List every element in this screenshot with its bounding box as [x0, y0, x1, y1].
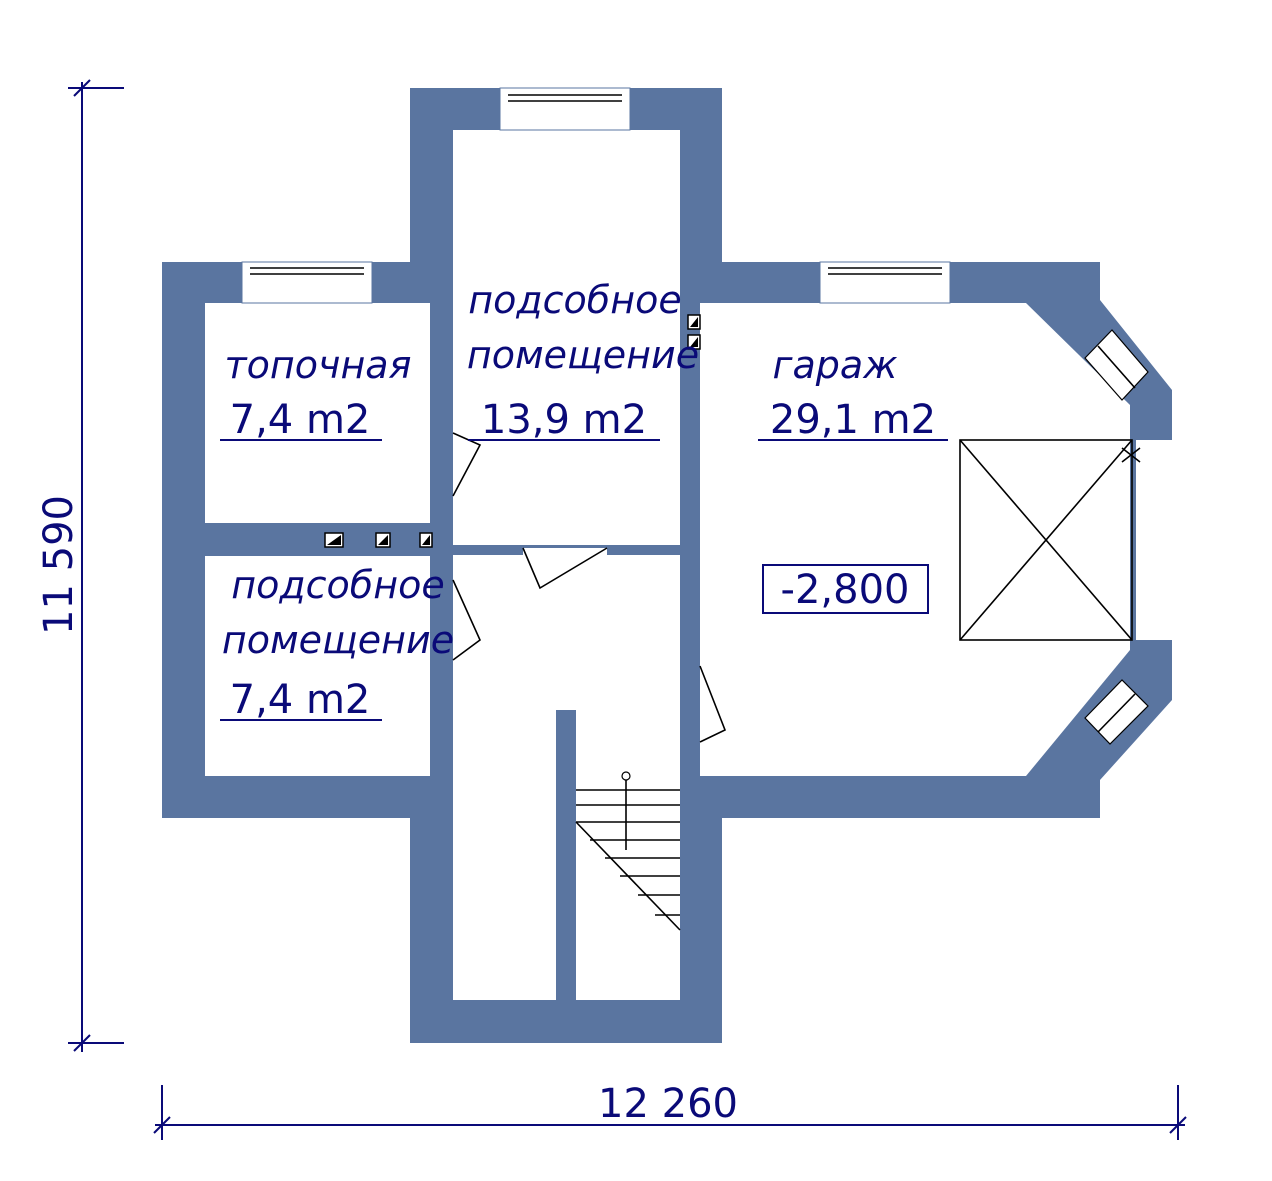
doors: [452, 432, 727, 743]
dimension-vertical: 11 590: [36, 79, 124, 1052]
interior-garage: [700, 303, 1130, 776]
interior-boiler-room: [205, 303, 430, 523]
wall-hall-garage-middle: [680, 548, 700, 666]
room-interiors: [205, 130, 1130, 1000]
room-name-line2: помещение: [467, 333, 699, 377]
interior-utility-left: [205, 556, 430, 776]
room-area: 7,4 m2: [230, 677, 371, 723]
room-label-boiler: топочная 7,4 m2: [220, 343, 411, 443]
vent-ducts: [324, 314, 701, 548]
wall-boiler-center: [430, 303, 453, 433]
window-garage: [819, 261, 951, 304]
room-label-utility-left: подсобное помещение 7,4 m2: [220, 563, 454, 723]
room-label-utility-top: подсобное помещение 13,9 m2: [467, 278, 699, 443]
wall-stair-divider: [556, 710, 576, 1000]
door-utility-top: [522, 547, 608, 590]
door-utility-left: [452, 579, 481, 661]
wall-hall-garage-lower: [680, 742, 700, 792]
width-dimension-label: 12 260: [598, 1081, 738, 1127]
door-garage: [699, 665, 727, 743]
interior-utility-top: [453, 130, 680, 545]
inspection-pit: [959, 439, 1141, 641]
window-boiler: [241, 261, 373, 304]
door-boiler: [452, 432, 482, 497]
window-garage-diagonal-top: [1084, 329, 1149, 401]
room-area: 7,4 m2: [230, 397, 371, 443]
room-label-garage: гараж 29,1 m2: [758, 343, 948, 443]
windows: [241, 87, 1149, 745]
staircase: [575, 771, 681, 931]
room-area: 13,9 m2: [481, 397, 647, 443]
window-garage-diagonal-bottom: [1084, 679, 1149, 745]
wall-partition-right: [607, 545, 680, 555]
height-dimension-label: 11 590: [36, 495, 82, 635]
level-mark-value: -2,800: [781, 567, 910, 613]
room-name-line1: подсобное: [468, 278, 681, 322]
wall-boiler-center-lower: [430, 496, 453, 556]
room-name-line1: подсобное: [231, 563, 444, 607]
window-top: [499, 87, 631, 131]
room-name-line2: помещение: [222, 618, 454, 662]
level-mark: -2,800: [762, 564, 929, 614]
room-area: 29,1 m2: [770, 397, 936, 443]
dimension-horizontal: 12 260: [153, 1081, 1187, 1140]
room-name: гараж: [773, 343, 898, 387]
wall-boiler-utility: [205, 523, 430, 556]
wall-partition-left: [453, 545, 523, 555]
room-name: топочная: [225, 343, 412, 387]
wall-left-hall-lower: [430, 660, 453, 800]
